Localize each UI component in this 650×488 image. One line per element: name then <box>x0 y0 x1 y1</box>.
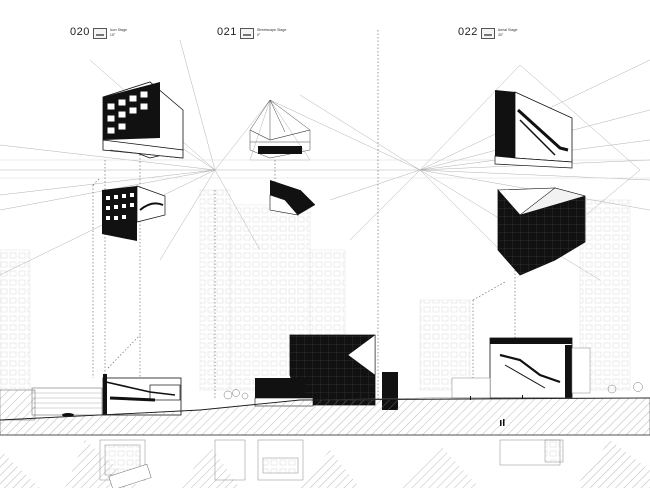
ground-building-021 <box>254 334 398 410</box>
model-020-upper-block <box>102 81 184 159</box>
stage-caption: Aerial Stage 30° <box>498 28 518 37</box>
stage-title: Streetscape Stage <box>256 28 287 32</box>
stage-caption: Streetscape Stage 0° <box>257 28 287 37</box>
ground-building-left-terminal <box>31 387 103 417</box>
stage-label-020: 020 Icon Stage 15° <box>70 26 127 39</box>
stage-number: 021 <box>217 26 237 38</box>
stage-thumbnail-icon <box>239 28 254 39</box>
stage-thumbnail-icon <box>92 28 107 39</box>
basement-level <box>0 439 650 488</box>
stage-title: Icon Stage <box>109 28 128 32</box>
stage-caption: Icon Stage 15° <box>110 28 127 37</box>
stage-label-022: 022 Aerial Stage 30° <box>458 26 517 39</box>
stage-angle: 0° <box>256 32 261 37</box>
ground-building-020 <box>102 374 182 416</box>
stage-label-021: 021 Streetscape Stage 0° <box>217 26 286 39</box>
model-022-upper-block <box>494 90 573 169</box>
model-020-lower-facade <box>102 185 166 241</box>
model-021-upper-wireframe <box>249 99 311 159</box>
ground-section <box>0 389 650 436</box>
stage-angle: 30° <box>497 32 504 37</box>
model-021-lower-section <box>269 180 316 216</box>
stage-thumbnail-icon <box>480 28 495 39</box>
people-figures <box>470 395 523 426</box>
street-trees <box>223 382 643 400</box>
model-022-lower-block <box>497 187 586 276</box>
stage-title: Aerial Stage <box>497 28 518 32</box>
stage-number: 022 <box>458 26 478 38</box>
stage-angle: 15° <box>109 32 116 37</box>
ground-building-022 <box>451 337 591 399</box>
stage-number: 020 <box>70 26 90 38</box>
